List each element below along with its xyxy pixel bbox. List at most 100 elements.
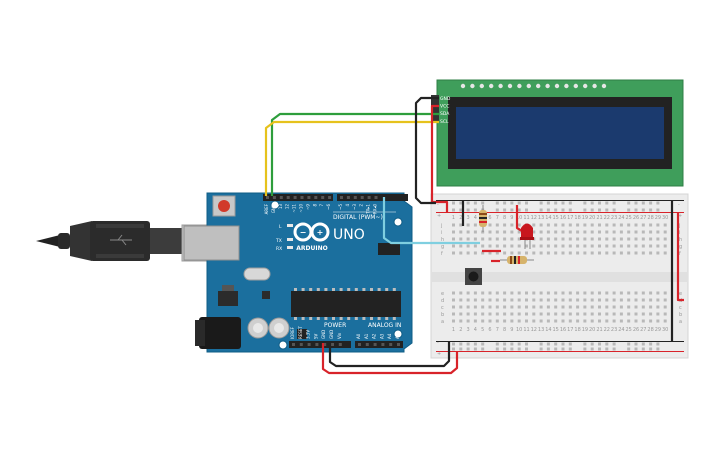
icsp-header: [297, 243, 400, 339]
bb-col-number: 25: [626, 327, 632, 333]
bb-col-number: 15: [553, 327, 559, 333]
bb-row-letter: j: [440, 223, 442, 229]
bb-row-letter: i: [441, 230, 442, 236]
digital-pin-label: 12: [285, 204, 290, 210]
power-pin-label: Vin: [337, 332, 342, 339]
analog-pin-label: A2: [372, 333, 377, 339]
bb-row-letter: e: [441, 291, 444, 297]
wire-green-sda[interactable]: [270, 112, 439, 196]
bb-col-number: 21: [596, 327, 602, 333]
bb-col-number: 9: [510, 327, 513, 333]
bb-col-number: 19: [582, 215, 588, 221]
bb-col-number: 26: [633, 327, 639, 333]
rail-plus-top: +: [437, 213, 441, 219]
digital-label: DIGITAL (PWM~): [333, 214, 383, 221]
wire-red-rail-right[interactable]: [676, 212, 684, 302]
resistor-1[interactable]: [479, 205, 487, 232]
bb-col-number: 4: [474, 327, 477, 333]
led-label-tx: TX: [275, 238, 282, 244]
analog-label: ANALOG IN: [368, 322, 401, 329]
bb-col-number: 15: [553, 215, 559, 221]
bb-row-letter: b: [679, 312, 682, 318]
lcd-pin-label: SDA: [440, 111, 450, 117]
bb-col-number: 12: [531, 327, 537, 333]
capacitors: [247, 317, 290, 339]
bb-col-number: 6: [488, 327, 491, 333]
digital-pin-label: 4: [345, 204, 350, 207]
lcd-pin-label: VCC: [440, 104, 449, 110]
svg-text:+: +: [317, 228, 324, 237]
led-label-rx: RX: [276, 246, 282, 252]
reset-button[interactable]: [212, 195, 236, 217]
wire-black-gnd[interactable]: [328, 341, 451, 368]
atmega-chip: [291, 288, 401, 320]
breadboard[interactable]: 1122334455667788991010111112121313141415…: [430, 193, 689, 359]
digital-pin-label: ~9: [305, 204, 310, 210]
bb-col-number: 14: [545, 215, 551, 221]
bb-col-number: 22: [604, 215, 610, 221]
wire-black-lcd-gnd[interactable]: [414, 96, 439, 205]
wire-cyan-signal[interactable]: [382, 197, 480, 245]
bb-col-number: 28: [647, 327, 653, 333]
led-label-l: L: [279, 224, 282, 230]
bb-col-number: 30: [662, 215, 668, 221]
red-led[interactable]: [520, 223, 534, 250]
digital-pin-label: ~10: [299, 204, 304, 213]
bb-col-number: 22: [604, 327, 610, 333]
bb-col-number: 14: [545, 327, 551, 333]
bb-col-number: 18: [574, 215, 580, 221]
bb-col-number: 12: [531, 215, 537, 221]
bb-row-letter: c: [441, 305, 444, 311]
bb-col-number: 13: [538, 327, 544, 333]
wires[interactable]: [264, 96, 684, 375]
wire-yellow-scl[interactable]: [264, 120, 439, 196]
arduino-infinity-icon: [293, 222, 330, 242]
digital-pin-label: 13: [278, 204, 283, 210]
bb-col-number: 17: [567, 327, 573, 333]
bb-row-letter: e: [679, 291, 682, 297]
push-button[interactable]: [465, 268, 482, 285]
bb-col-number: 26: [633, 215, 639, 221]
analog-pin-label: A3: [379, 333, 384, 339]
usb-trident-icon: [110, 234, 132, 246]
bb-col-number: 28: [647, 215, 653, 221]
digital-pin-label: 2: [359, 204, 364, 207]
bb-col-number: 16: [560, 215, 566, 221]
bb-row-letter: c: [679, 305, 682, 311]
bb-col-number: 29: [655, 327, 661, 333]
bb-col-number: 24: [618, 327, 624, 333]
wire-red-led[interactable]: [515, 205, 523, 232]
bb-col-number: 20: [589, 327, 595, 333]
arduino-brand-text: ARDUINO: [296, 245, 327, 252]
bb-col-number: 19: [582, 327, 588, 333]
bb-col-number: 7: [496, 215, 499, 221]
power-pin-label: RESET: [298, 326, 303, 339]
resistor-2[interactable]: [500, 256, 534, 264]
bb-col-number: 27: [640, 327, 646, 333]
voltage-regulator: [218, 291, 238, 306]
bb-col-number: 2: [459, 215, 462, 221]
power-pin-label: GND: [329, 330, 334, 339]
digital-pin-label: TX▸1: [366, 204, 371, 215]
analog-pin-label: A5: [395, 333, 400, 339]
rail-minus-top-right: -: [678, 202, 680, 208]
bb-col-number: 8: [503, 327, 506, 333]
bb-row-letter: h: [441, 237, 444, 243]
analog-pin-label: A1: [364, 333, 369, 339]
status-leds: L TX RX: [275, 224, 293, 252]
lcd-pin-label: GND: [440, 96, 451, 102]
analog-pin-label: A4: [387, 333, 392, 339]
bb-col-number: 23: [611, 327, 617, 333]
bb-row-letter: g: [679, 244, 682, 250]
digital-pin-label: 8: [312, 204, 317, 207]
bb-col-number: 18: [574, 327, 580, 333]
lcd-pin-label: SCL: [440, 119, 449, 125]
bb-col-number: 3: [467, 327, 470, 333]
wire-red-5v[interactable]: [321, 343, 459, 375]
